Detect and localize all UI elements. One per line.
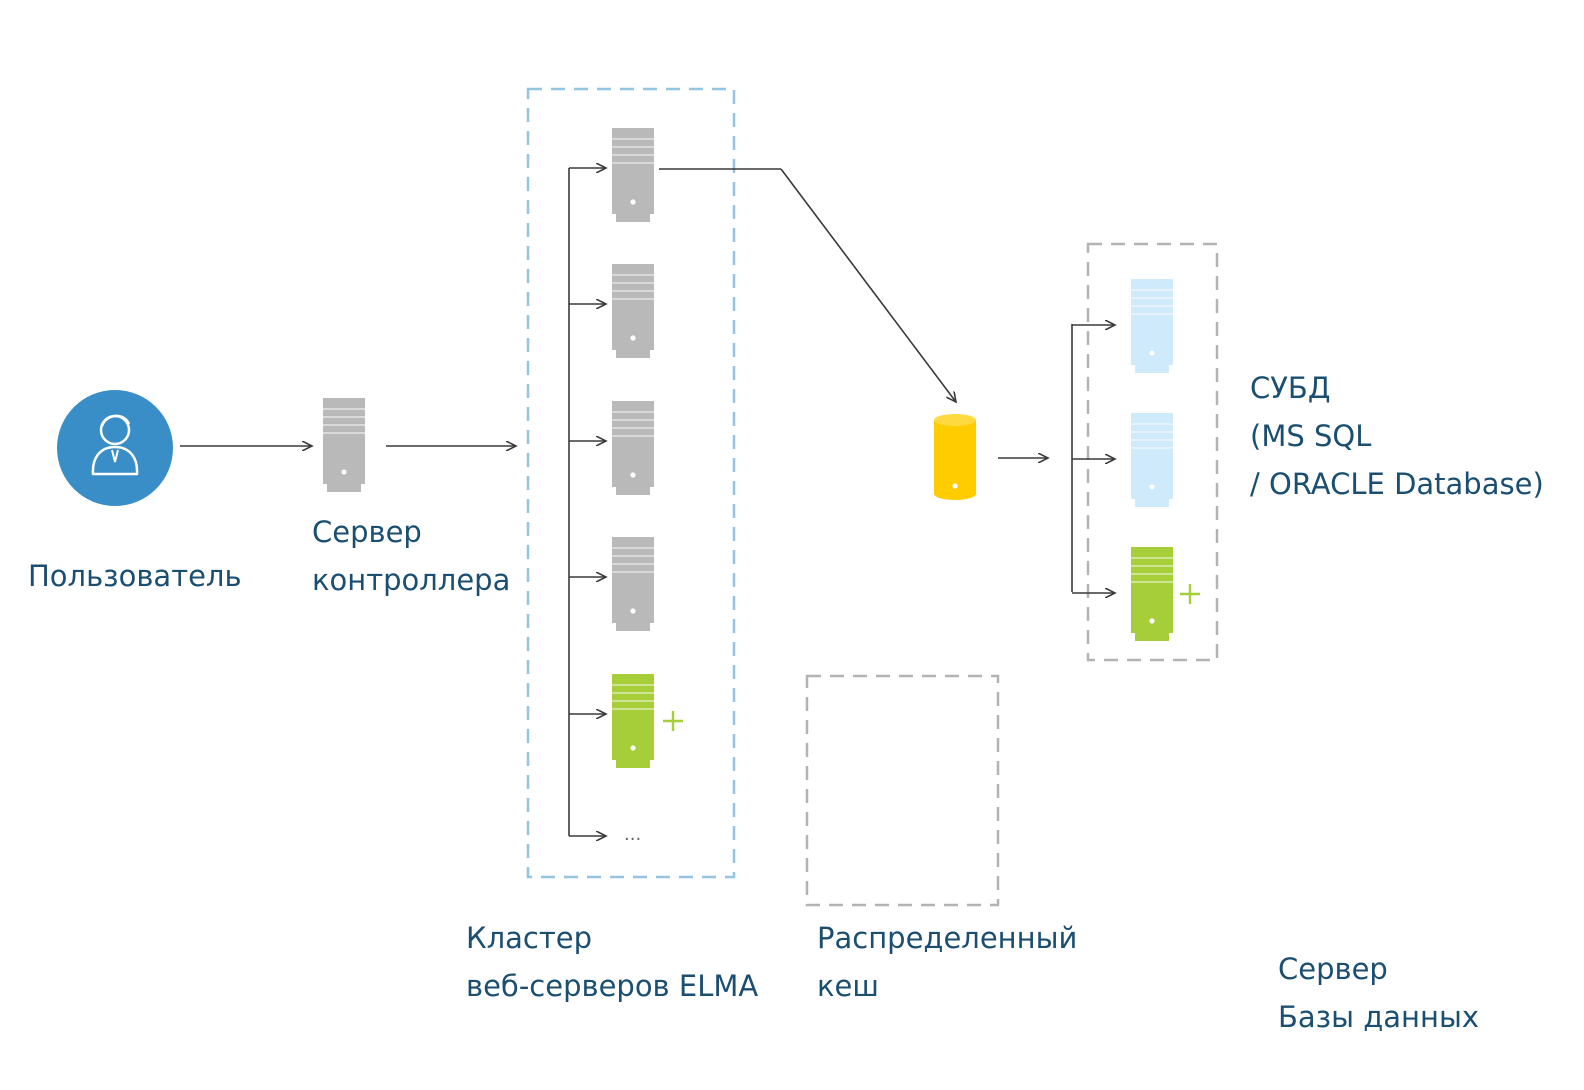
server-stripe	[612, 692, 654, 694]
cluster-server-icon	[612, 401, 654, 495]
server-stripe	[612, 708, 654, 710]
server-stripe	[612, 419, 654, 421]
server-stripe	[1131, 565, 1173, 567]
cache-led	[952, 483, 958, 489]
server-led	[1149, 484, 1155, 490]
server-stripe	[1131, 423, 1173, 425]
server-base	[616, 214, 650, 222]
cluster-server-icon	[612, 674, 654, 768]
cluster-server-icon	[612, 264, 654, 358]
server-stripe	[612, 411, 654, 413]
user-avatar-icon	[57, 390, 173, 506]
server-base	[616, 760, 650, 768]
server-led	[630, 608, 636, 614]
user-avatar-shoulders	[91, 445, 139, 476]
server-base	[327, 484, 361, 492]
user-avatar-hair	[100, 414, 131, 427]
server-led	[1149, 350, 1155, 356]
server-stripe	[612, 290, 654, 292]
dbms-add-plus-icon	[1180, 584, 1200, 604]
server-stripe	[323, 416, 365, 418]
server-stripe	[612, 555, 654, 557]
db-server-label-line: Базы данных	[1278, 1000, 1480, 1034]
server-stripe	[612, 146, 654, 148]
server-stripe	[612, 547, 654, 549]
dbms-server-icon	[1131, 279, 1173, 373]
cluster-boundary	[526, 87, 736, 879]
db-server-label: Сервер Базы данных	[1278, 945, 1479, 1041]
server-stripe	[612, 700, 654, 702]
server-stripe	[1131, 581, 1173, 583]
cluster-add-plus-icon	[663, 711, 683, 731]
cache-body	[934, 420, 976, 494]
server-stripe	[612, 684, 654, 686]
controller-label-line: контроллера	[312, 563, 511, 597]
server-base	[616, 623, 650, 631]
cache-boundary	[805, 674, 1000, 907]
server-base	[1135, 633, 1169, 641]
cache-bottom	[934, 488, 976, 500]
dbms-server-icon	[1131, 547, 1173, 641]
server-base	[616, 487, 650, 495]
user-label: Пользователь	[28, 552, 242, 600]
user-avatar-tie	[111, 449, 119, 463]
server-stripe	[612, 274, 654, 276]
server-led	[630, 199, 636, 205]
database-cylinder-icon	[934, 414, 976, 500]
dbms-label-line: (MS SQL	[1250, 419, 1372, 453]
server-stripe	[612, 138, 654, 140]
dbms-boundary	[1086, 242, 1219, 662]
cache-label: Распределенный кеш	[817, 914, 1077, 1010]
controller-label-line: Сервер	[312, 515, 422, 549]
cluster-label-line: Кластер	[466, 921, 592, 955]
server-stripe	[1131, 557, 1173, 559]
cache-label-line: Распределенный	[817, 921, 1078, 955]
server-stripe	[1131, 439, 1173, 441]
server-base	[1135, 499, 1169, 507]
server-stripe	[612, 427, 654, 429]
server-led	[630, 335, 636, 341]
server-stripe	[1131, 313, 1173, 315]
server-led	[1149, 618, 1155, 624]
server-stripe	[1131, 431, 1173, 433]
server-stripe	[612, 162, 654, 164]
cluster-server-icon	[612, 128, 654, 222]
server-stripe	[612, 298, 654, 300]
user-label-text: Пользователь	[28, 559, 242, 593]
cache-top	[934, 414, 976, 426]
server-stripe	[1131, 305, 1173, 307]
cluster-label-line: веб-серверов ELMA	[466, 969, 759, 1003]
server-base	[1135, 365, 1169, 373]
controller-server-icon	[323, 398, 365, 492]
server-stripe	[612, 571, 654, 573]
server-led	[630, 745, 636, 751]
server-led	[630, 472, 636, 478]
cluster-to-cache-arrow	[780, 168, 956, 402]
server-stripe	[1131, 289, 1173, 291]
server-stripe	[612, 282, 654, 284]
server-led	[341, 469, 347, 475]
db-server-label-line: Сервер	[1278, 952, 1388, 986]
dbms-label-line: СУБД	[1250, 371, 1331, 405]
dbms-label: СУБД (MS SQL / ORACLE Database)	[1250, 364, 1544, 508]
cluster-server-icon	[612, 537, 654, 631]
dbms-server-icon	[1131, 413, 1173, 507]
server-stripe	[612, 154, 654, 156]
server-stripe	[612, 435, 654, 437]
server-stripe	[612, 563, 654, 565]
dbms-label-line: / ORACLE Database)	[1250, 467, 1544, 501]
server-stripe	[323, 408, 365, 410]
cache-label-line: кеш	[817, 969, 879, 1003]
server-base	[616, 350, 650, 358]
server-stripe	[1131, 297, 1173, 299]
controller-label: Сервер контроллера	[312, 508, 510, 604]
server-stripe	[1131, 447, 1173, 449]
server-stripe	[1131, 573, 1173, 575]
server-stripe	[323, 432, 365, 434]
cluster-more-ellipsis: ...	[624, 824, 641, 845]
cluster-label: Кластер веб-серверов ELMA	[466, 914, 758, 1010]
server-stripe	[323, 424, 365, 426]
